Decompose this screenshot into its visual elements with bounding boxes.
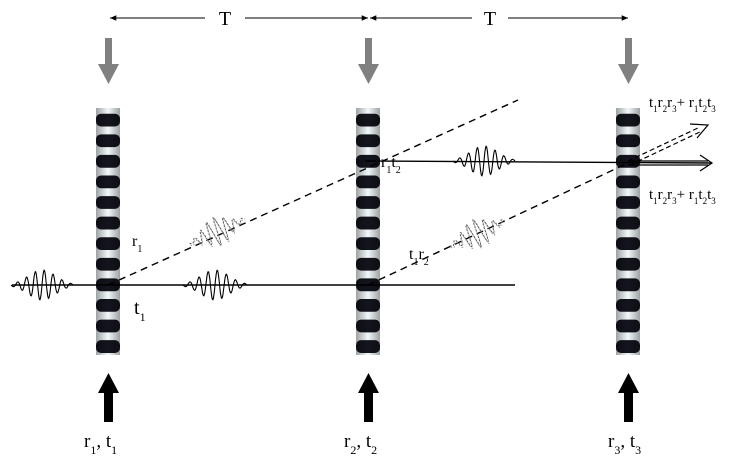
label-r1t2: r1t2 bbox=[381, 154, 401, 176]
grating-label-2: r2, t2 bbox=[344, 431, 377, 457]
wave-packet-reflected-t1r2 bbox=[444, 208, 511, 260]
grating-label-3-sub: 3 bbox=[635, 443, 641, 457]
grating-label-2-main: , t bbox=[356, 431, 372, 452]
grating-1 bbox=[96, 108, 120, 355]
pump-arrow-bottom-1 bbox=[98, 373, 119, 422]
grating-label-1: r1, t1 bbox=[84, 431, 117, 457]
wave-packet-r1t2 bbox=[453, 146, 515, 175]
pump-arrow-top-2 bbox=[358, 38, 379, 84]
label-output-top-main: + r bbox=[677, 95, 694, 111]
gratings bbox=[96, 108, 640, 355]
pump-arrow-bottom-2 bbox=[358, 373, 379, 422]
label-output-bottom-sub: 3 bbox=[711, 196, 716, 206]
period-dimension-2: T bbox=[370, 8, 628, 30]
reflected-beam-t1r2 bbox=[368, 163, 628, 285]
label-t1: t1 bbox=[134, 297, 146, 324]
pump-arrow-bottom-3 bbox=[618, 373, 639, 422]
wave-packet-transmitted bbox=[183, 270, 247, 299]
period-dimension-1: T bbox=[110, 8, 368, 30]
label-output-top-sub: 3 bbox=[711, 104, 716, 114]
label-output-top: t1r2r3+ r1t2t3 bbox=[649, 95, 716, 114]
grating-3 bbox=[616, 108, 640, 355]
grating-label-1-main: , t bbox=[96, 431, 112, 452]
label-output-bottom: t1r2r3+ r1t2t3 bbox=[649, 187, 716, 206]
pump-arrow-top-3 bbox=[618, 38, 639, 84]
grating-label-3-main: , t bbox=[620, 431, 636, 452]
period-label-2: T bbox=[484, 8, 496, 30]
wave-packet-input bbox=[11, 270, 73, 299]
label-r1-sub: 1 bbox=[137, 244, 142, 255]
wave-packet-reflected-r1 bbox=[184, 206, 251, 257]
grating-label-1-sub: 1 bbox=[111, 443, 117, 457]
grating-2 bbox=[356, 108, 380, 355]
reflected-beam-r1 bbox=[108, 100, 518, 285]
label-r1t2-sub: 2 bbox=[396, 165, 401, 176]
period-label-1: T bbox=[219, 8, 231, 30]
grating-labels: r1, t1 r2, t2 r3, t3 bbox=[84, 431, 641, 457]
label-t1r2-sub: 2 bbox=[424, 257, 429, 268]
label-output-bottom-main: + r bbox=[677, 187, 694, 203]
grating-label-3: r3, t3 bbox=[608, 431, 641, 457]
label-t1-sub: 1 bbox=[140, 310, 146, 324]
grating-label-2-sub: 2 bbox=[371, 443, 377, 457]
pump-arrow-top-1 bbox=[98, 38, 119, 84]
wave-packets bbox=[11, 146, 515, 299]
label-r1: r1 bbox=[132, 233, 142, 255]
